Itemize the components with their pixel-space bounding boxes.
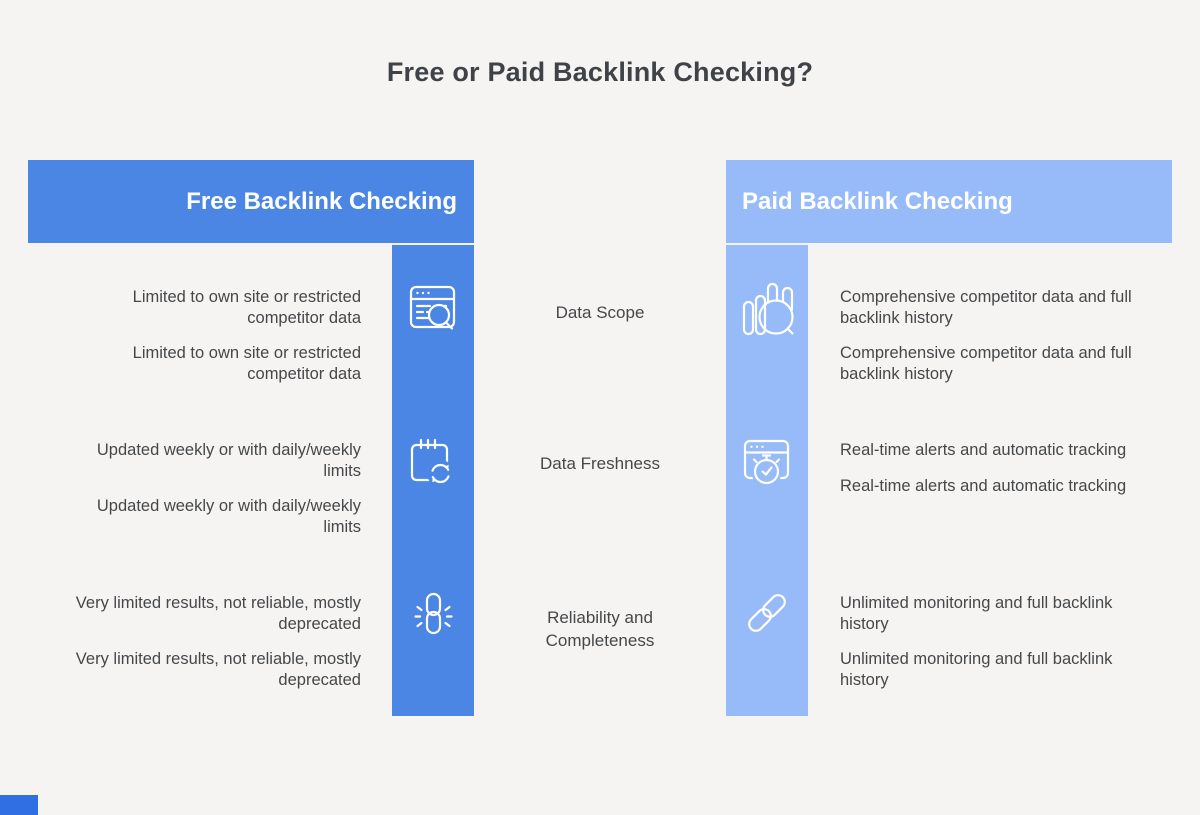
category-label-reliability: Reliability and Completeness <box>545 608 655 650</box>
paid-item-reliability-2: Unlimited monitoring and full backlink h… <box>840 650 1113 689</box>
free-icon-bar <box>392 245 474 716</box>
paid-item-freshness-2: Real-time alerts and automatic tracking <box>840 477 1127 495</box>
paid-item-data-scope-2: Comprehensive competitor data and full b… <box>840 344 1132 383</box>
free-item-freshness-2: Updated weekly or with daily/weekly limi… <box>96 497 361 536</box>
link-icon <box>739 587 795 643</box>
free-item-data-scope-2: Limited to own site or restricted compet… <box>132 344 361 383</box>
paid-item-data-scope-1: Comprehensive competitor data and full b… <box>840 288 1132 327</box>
free-item-freshness-1: Updated weekly or with daily/weekly limi… <box>96 441 361 480</box>
browser-timer-icon <box>739 435 795 491</box>
free-item-data-scope-1: Limited to own site or restricted compet… <box>132 288 361 327</box>
chart-search-icon <box>739 281 795 337</box>
category-label-data-scope: Data Scope <box>555 303 645 322</box>
corner-accent <box>0 795 38 815</box>
broken-link-icon <box>405 587 461 643</box>
calendar-refresh-icon <box>405 435 461 491</box>
free-item-reliability-2: Very limited results, not reliable, most… <box>75 650 361 689</box>
free-item-reliability-1: Very limited results, not reliable, most… <box>75 594 361 633</box>
paid-item-freshness-1: Real-time alerts and automatic tracking <box>840 441 1127 459</box>
paid-item-reliability-1: Unlimited monitoring and full backlink h… <box>840 594 1113 633</box>
paid-icon-bar <box>726 245 808 716</box>
paid-column-header: Paid Backlink Checking <box>726 160 1172 243</box>
browser-search-icon <box>405 281 461 337</box>
page-title: Free or Paid Backlink Checking? <box>386 57 814 87</box>
free-column-header: Free Backlink Checking <box>28 160 474 243</box>
category-label-data-freshness: Data Freshness <box>540 454 660 473</box>
